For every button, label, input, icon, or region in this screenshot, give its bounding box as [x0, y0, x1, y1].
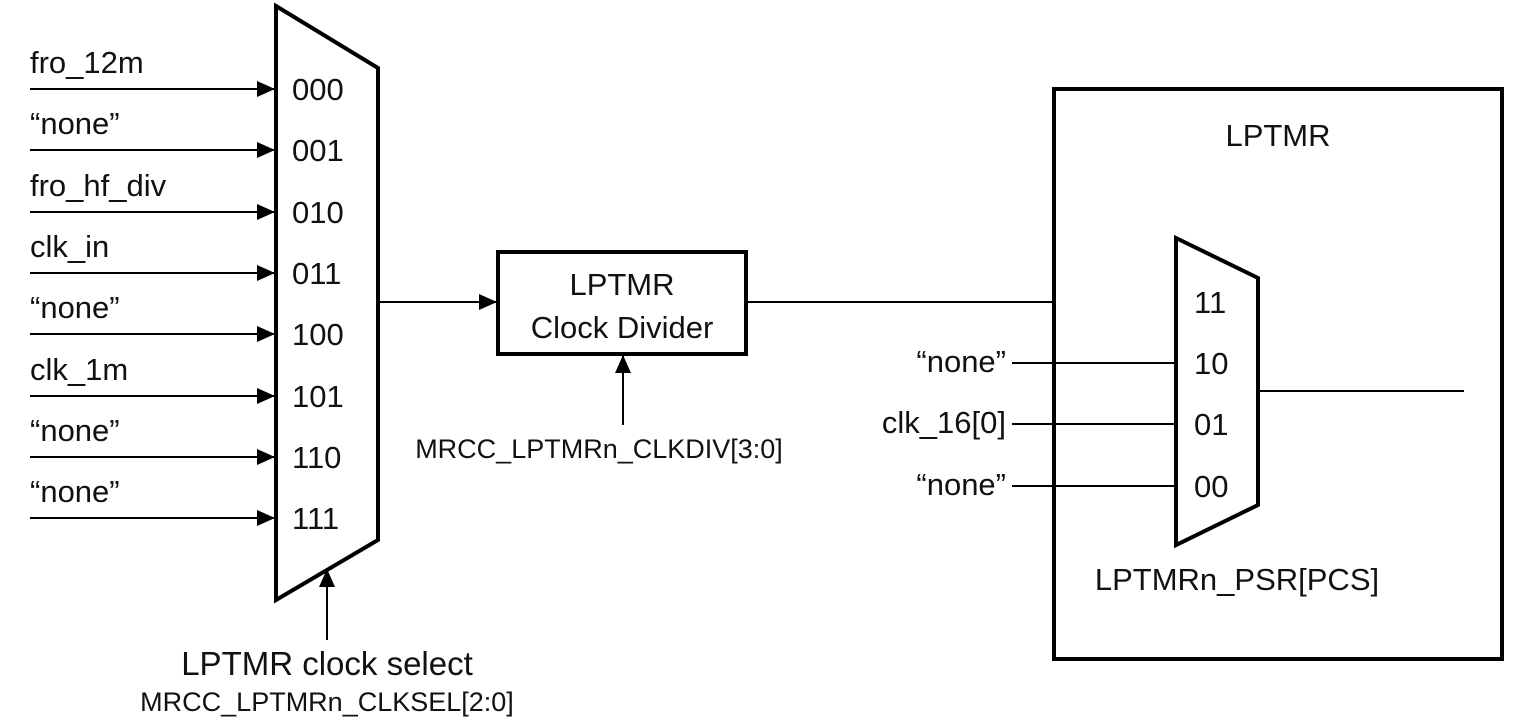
prescaler-input-label: “none” — [916, 467, 1006, 502]
clock-input-label: “none” — [30, 474, 120, 509]
clock-input-label: clk_1m — [30, 352, 128, 387]
clock-select-code: 010 — [292, 195, 344, 230]
clock-input-label: “none” — [30, 413, 120, 448]
clock-select-label: LPTMR clock select — [181, 645, 473, 682]
clock-select-code: 100 — [292, 317, 344, 352]
prescaler-clock-mux — [1174, 234, 1260, 549]
clock-input-label: “none” — [30, 290, 120, 325]
prescaler-select-code: 01 — [1194, 407, 1228, 442]
clock-select-mux — [274, 2, 380, 604]
clock-select-code: 011 — [292, 256, 341, 291]
clock-select-code: 000 — [292, 72, 344, 107]
clock-select-code: 101 — [292, 379, 344, 414]
divider-control-register: MRCC_LPTMRn_CLKDIV[3:0] — [415, 434, 783, 464]
clock-mux-codes: 000 001 010 011 100 101 110 111 — [292, 72, 344, 536]
clock-select-code: 110 — [292, 440, 341, 475]
prescaler-select-code: 10 — [1194, 346, 1228, 381]
clock-select-code: 111 — [292, 501, 339, 536]
clock-select-register: MRCC_LPTMRn_CLKSEL[2:0] — [140, 687, 514, 717]
clock-divider-block — [496, 250, 748, 356]
clock-mux-inputs: fro_12m “none” fro_hf_div clk_in “none” clk_1… — [30, 45, 275, 526]
clock-input-label: fro_hf_div — [30, 168, 167, 203]
prescaler-select-code: 11 — [1194, 285, 1226, 320]
prescaler-input-label: clk_16[0] — [882, 405, 1006, 440]
clock-select-code: 001 — [292, 133, 344, 168]
prescaler-select-code: 00 — [1194, 469, 1228, 504]
prescaler-mux-codes: 11 10 01 00 — [1194, 285, 1228, 504]
prescaler-mux-inputs: “none” clk_16[0] “none” — [882, 344, 1176, 502]
clock-input-label: clk_in — [30, 229, 109, 264]
prescaler-input-label: “none” — [916, 344, 1006, 379]
prescaler-select-register: LPTMRn_PSR[PCS] — [1095, 562, 1379, 597]
lptmr-block — [1052, 87, 1504, 661]
clock-divider-title: LPTMR — [569, 267, 674, 302]
clock-input-label: fro_12m — [30, 45, 144, 80]
clock-input-label: “none” — [30, 106, 120, 141]
lptmr-title: LPTMR — [1225, 118, 1330, 153]
clock-divider-subtitle: Clock Divider — [531, 310, 714, 345]
